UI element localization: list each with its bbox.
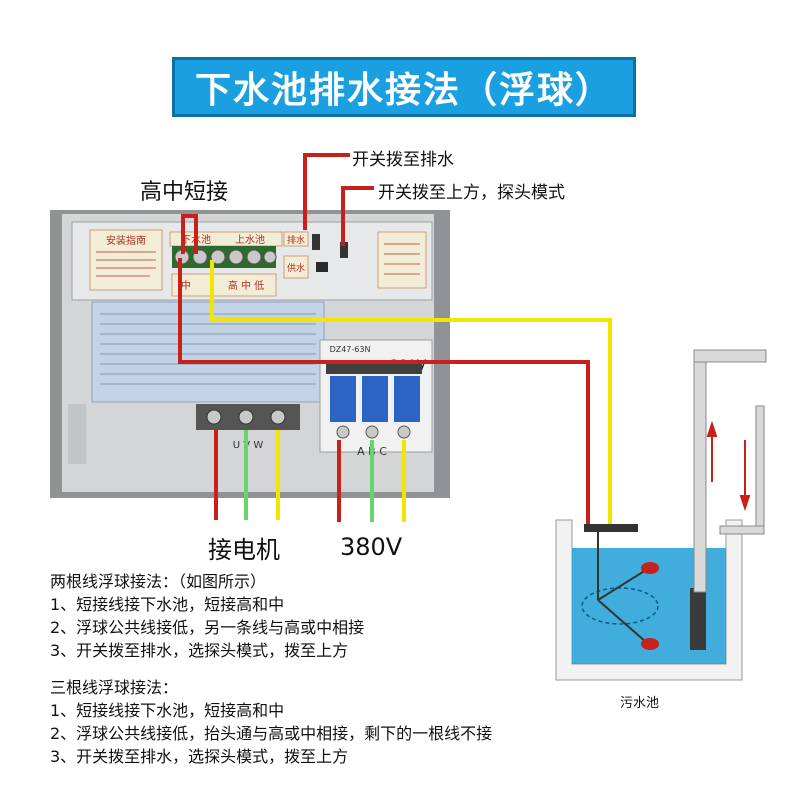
flow-up-arrow — [706, 420, 718, 482]
power-leads — [337, 440, 406, 522]
float-ball-low — [641, 638, 659, 650]
annotation-lines — [181, 153, 374, 254]
breaker-model: DZ47-63N — [330, 345, 371, 354]
two-wire-heading: 两根线浮球接法：（如图所示） — [50, 572, 267, 591]
switch-drain-label: 开关拨至排水 — [352, 150, 454, 170]
three-wire-instructions: 三根线浮球接法： 1、短接线接下水池，短接高和中 2、浮球公共线接低，抬头通与高… — [50, 676, 492, 768]
float-ball-high — [641, 562, 659, 574]
two-wire-instructions: 两根线浮球接法：（如图所示） 1、短接线接下水池，短接高和中 2、浮球公共线接低… — [50, 570, 364, 662]
two-wire-step-3: 3、开关拨至排水，选探头模式，拨至上方 — [50, 641, 349, 660]
switch-probe-label: 开关拨至上方，探头模式 — [378, 183, 565, 203]
red-float-wire — [178, 258, 590, 528]
three-wire-step-3: 3、开关拨至排水，选探头模式，拨至上方 — [50, 747, 349, 766]
title-banner: 下水池排水接法（浮球） — [172, 57, 636, 117]
float-mount — [584, 524, 638, 532]
two-wire-step-1: 1、短接线接下水池，短接高和中 — [50, 595, 285, 614]
sewage-pool-label: 污水池 — [620, 696, 660, 711]
two-wire-step-2: 2、浮球公共线接低，另一条线与高或中相接 — [50, 618, 365, 637]
drain-label: 排水 — [287, 234, 305, 246]
install-guide-text: 安装指南 — [106, 234, 146, 247]
motor-leads — [214, 430, 280, 520]
yellow-float-wire — [210, 260, 612, 528]
supply-label: 供水 — [287, 262, 305, 274]
submersible-pump — [690, 588, 706, 650]
drain-switch — [312, 234, 320, 250]
three-wire-step-2: 2、浮球公共线接低，抬头通与高或中相接，剩下的一根线不接 — [50, 724, 493, 743]
short-high-mid-label: 高中短接 — [140, 180, 229, 205]
mid-label: 中 — [181, 279, 191, 292]
high-mid-low-label: 高 中 低 — [228, 279, 264, 292]
controller-box: 安装指南 下水池 上水池 排水 供水 中 高 中 低 — [50, 210, 450, 498]
flow-down-arrow — [739, 440, 751, 512]
sewage-pool — [555, 519, 743, 681]
connect-motor-label: 接电机 — [208, 536, 280, 564]
motor-phases: U V W — [233, 440, 264, 451]
upper-pool-label: 上水池 — [235, 233, 265, 246]
three-wire-heading: 三根线浮球接法： — [50, 678, 179, 697]
probe-switch — [340, 242, 348, 258]
three-wire-step-1: 1、短接线接下水池，短接高和中 — [50, 701, 285, 720]
pipes — [693, 349, 767, 593]
voltage-label: 380V — [340, 533, 403, 561]
page-title: 下水池排水接法（浮球） — [194, 70, 613, 111]
